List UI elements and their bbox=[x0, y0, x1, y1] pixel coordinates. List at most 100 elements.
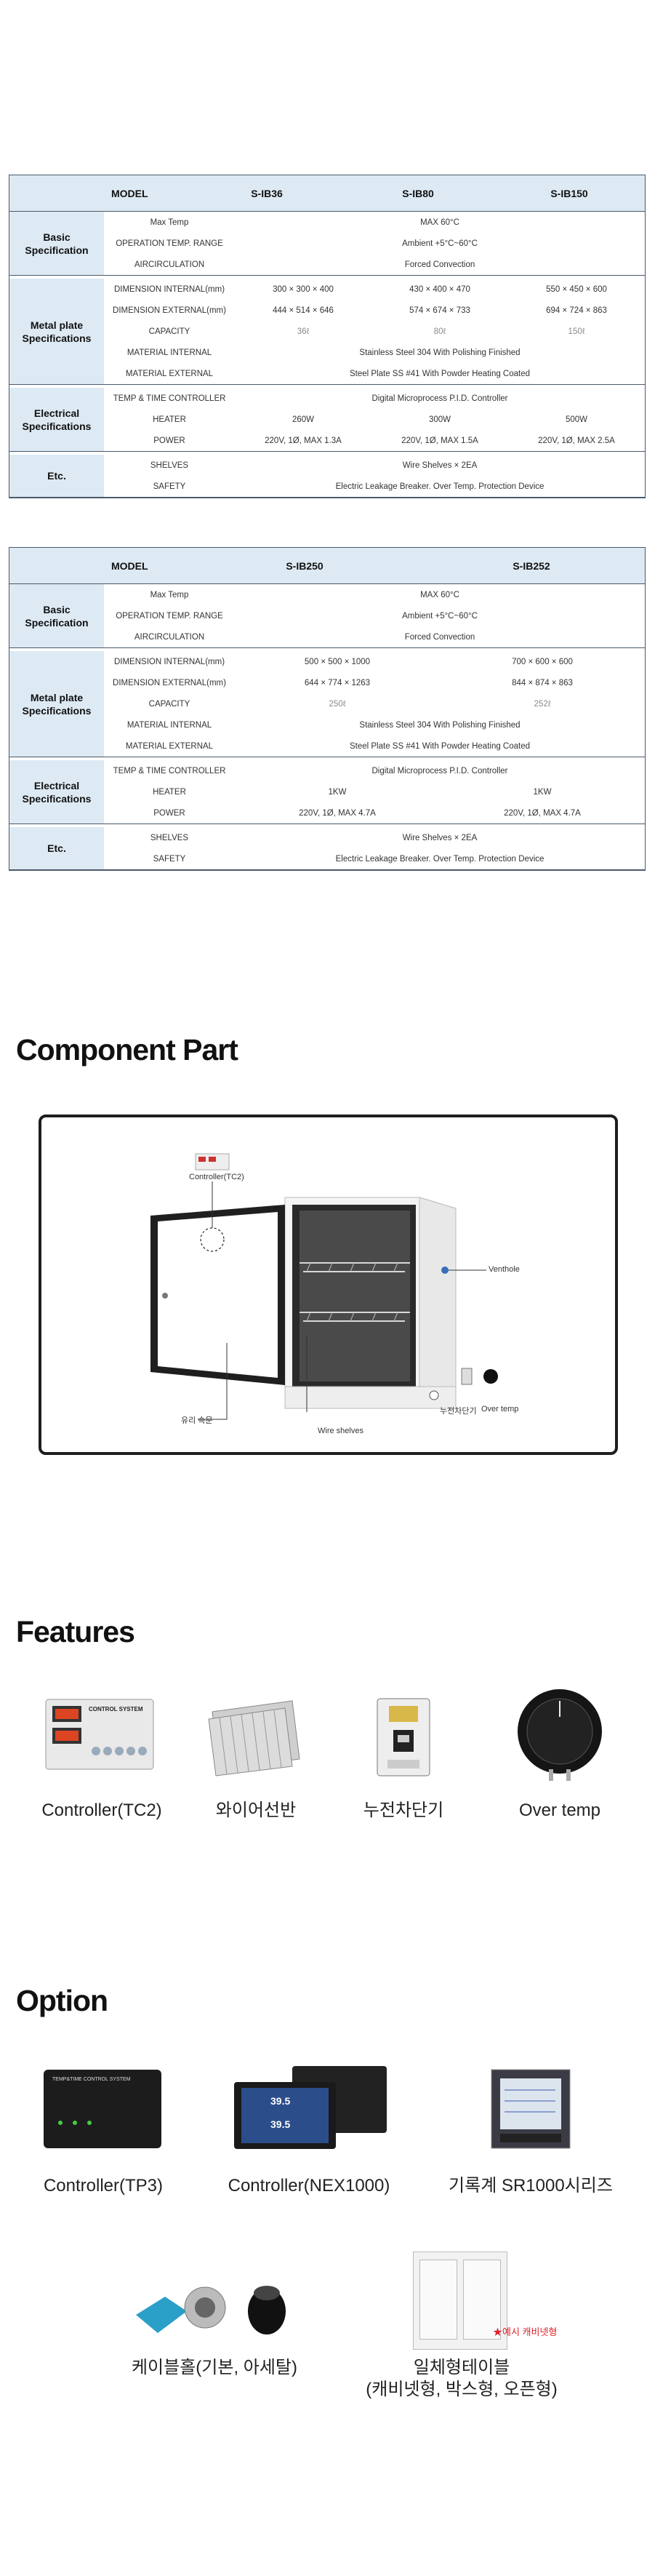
spec-value: 300W bbox=[428, 415, 451, 424]
spec-label: POWER bbox=[153, 808, 185, 818]
spec-value: 36ℓ bbox=[297, 327, 310, 336]
spec-row: MATERIAL INTERNAL Stainless Steel 304 Wit… bbox=[104, 714, 645, 735]
spec-value: 700 × 600 × 600 bbox=[512, 657, 573, 666]
spec-value: 1KW bbox=[328, 787, 347, 797]
table-header: MODEL S-IB250 S-IB252 bbox=[9, 548, 645, 584]
model-col: S-IB80 bbox=[402, 187, 434, 199]
option-caption: 일체형테이블 (캐비넷형, 박스형, 오픈형) bbox=[349, 2357, 574, 2401]
spec-row: Max Temp MAX 60°C bbox=[104, 212, 645, 233]
venthole-label: Ventholе bbox=[489, 1265, 520, 1274]
group-name: Basic Specification bbox=[9, 212, 104, 275]
spec-label: DIMENSION INTERNAL(mm) bbox=[113, 284, 225, 294]
spec-row: Max Temp MAX 60°C bbox=[104, 584, 645, 605]
spec-row: MATERIAL EXTERNAL Steel Plate SS #41 With… bbox=[104, 735, 645, 757]
feature-caption: 와이어선반 bbox=[215, 1801, 297, 1820]
spec-label: Max Temp bbox=[150, 590, 189, 599]
spec-label: HEATER bbox=[153, 787, 186, 797]
spec-value: Electric Leakage Breaker. Over Temp. Pro… bbox=[335, 482, 545, 491]
group-name: Basic Specification bbox=[9, 584, 104, 647]
spec-value: 220V, 1Ø, MAX 1.3A bbox=[265, 436, 342, 445]
spec-row: SHELVES Wire Shelves × 2EA bbox=[104, 827, 645, 848]
spec-row: POWER 220V, 1Ø, MAX 1.3A 220V, 1Ø, MAX 1.5… bbox=[104, 430, 645, 451]
spec-label: SHELVES bbox=[150, 833, 189, 842]
group-name: Metal plate Specifications bbox=[9, 651, 104, 757]
spec-label: MATERIAL EXTERNAL bbox=[125, 369, 214, 378]
spec-group: Basic Specification Max Temp MAX 60°C OPERA… bbox=[9, 584, 645, 648]
option-caption: Controller(NEX1000) bbox=[228, 2176, 390, 2196]
spec-value: 150ℓ bbox=[568, 327, 585, 336]
spec-value: 500W bbox=[565, 415, 588, 424]
spec-value: 220V, 1Ø, MAX 2.5A bbox=[538, 436, 615, 445]
spec-value: Electric Leakage Breaker. Over Temp. Pro… bbox=[335, 854, 545, 864]
nex-reading: 39.5 bbox=[270, 2095, 291, 2107]
spec-value: Stainless Steel 304 With Polishing Finis… bbox=[359, 720, 521, 730]
spec-value: Steel Plate SS #41 With Powder Heating C… bbox=[349, 369, 531, 378]
cable-hole-image bbox=[136, 2286, 286, 2334]
spec-value: Forced Convection bbox=[404, 632, 475, 642]
breaker-image bbox=[377, 1698, 430, 1777]
table-caption-line2: (캐비넷형, 박스형, 오픈형) bbox=[366, 2380, 558, 2399]
spec-label: TEMP & TIME CONTROLLER bbox=[113, 766, 226, 775]
spec-label: DIMENSION INTERNAL(mm) bbox=[113, 657, 225, 666]
incubator-illustration bbox=[150, 1153, 498, 1420]
spec-label: CAPACITY bbox=[148, 699, 190, 709]
spec-value: 80ℓ bbox=[433, 327, 446, 336]
spec-label: MATERIAL INTERNAL bbox=[126, 720, 212, 730]
spec-value: Stainless Steel 304 With Polishing Finis… bbox=[359, 348, 521, 357]
spec-label: AIRCIRCULATION bbox=[134, 632, 205, 642]
wire-shelves-label: Wire shelves bbox=[318, 1427, 363, 1435]
spec-label: MATERIAL INTERNAL bbox=[126, 348, 212, 357]
spec-value: MAX 60°C bbox=[420, 590, 459, 599]
model-col: S-IB250 bbox=[286, 559, 324, 572]
spec-value: Digital Microprocess P.I.D. Controller bbox=[371, 766, 508, 775]
feature-caption: Over temp bbox=[518, 1801, 601, 1820]
controller-label: Controller(TC2) bbox=[189, 1173, 244, 1181]
integrated-table-image bbox=[413, 2252, 507, 2350]
spec-value: Steel Plate SS #41 With Powder Heating C… bbox=[349, 741, 531, 751]
spec-value: 252ℓ bbox=[534, 699, 551, 709]
spec-label: OPERATION TEMP. RANGE bbox=[116, 239, 223, 248]
spec-label: Max Temp bbox=[150, 218, 189, 227]
spec-value: Wire Shelves × 2EA bbox=[402, 833, 478, 842]
feature-caption: Controller(TC2) bbox=[41, 1801, 162, 1820]
spec-label: CAPACITY bbox=[148, 327, 190, 336]
component-diagram: Controller(TC2) Ventholе 유리 속문 Wire shel… bbox=[39, 1114, 618, 1455]
spec-label: OPERATION TEMP. RANGE bbox=[116, 611, 223, 621]
feature-caption: 누전차단기 bbox=[363, 1801, 444, 1820]
spec-value: 260W bbox=[292, 415, 315, 424]
spec-row: MATERIAL INTERNAL Stainless Steel 304 Wit… bbox=[104, 342, 645, 363]
spec-label: POWER bbox=[153, 436, 185, 445]
spec-value: Wire Shelves × 2EA bbox=[402, 460, 478, 470]
controller-tc2-image: CONTROL SYSTEM bbox=[45, 1699, 154, 1770]
spec-value: 644 × 774 × 1263 bbox=[304, 678, 371, 687]
spec-group: Basic Specification Max Temp MAX 60°C OPERA… bbox=[9, 212, 645, 276]
nex-reading: 39.5 bbox=[270, 2118, 291, 2130]
spec-label: SHELVES bbox=[150, 460, 189, 470]
recorder-image bbox=[491, 2069, 571, 2149]
model-col: S-IB150 bbox=[550, 187, 588, 199]
spec-row: CAPACITY 36ℓ 80ℓ 150ℓ bbox=[104, 321, 645, 342]
spec-row: AIRCIRCULATION Forced Convection bbox=[104, 626, 645, 647]
group-name: Etc. bbox=[9, 455, 104, 497]
spec-value: 444 × 514 × 646 bbox=[273, 306, 334, 315]
spec-value: MAX 60°C bbox=[420, 218, 459, 227]
group-name: Electrical Specifications bbox=[9, 388, 104, 451]
spec-label: AIRCIRCULATION bbox=[134, 260, 205, 269]
spec-label: MATERIAL EXTERNAL bbox=[125, 741, 214, 751]
tp3-panel-text: TEMP&TIME CONTROL SYSTEM bbox=[52, 2077, 131, 2082]
spec-value: 220V, 1Ø, MAX 1.5A bbox=[401, 436, 478, 445]
overtemp-knob-image bbox=[518, 1689, 602, 1781]
option-caption: 기록계 SR1000시리즈 bbox=[449, 2176, 613, 2196]
